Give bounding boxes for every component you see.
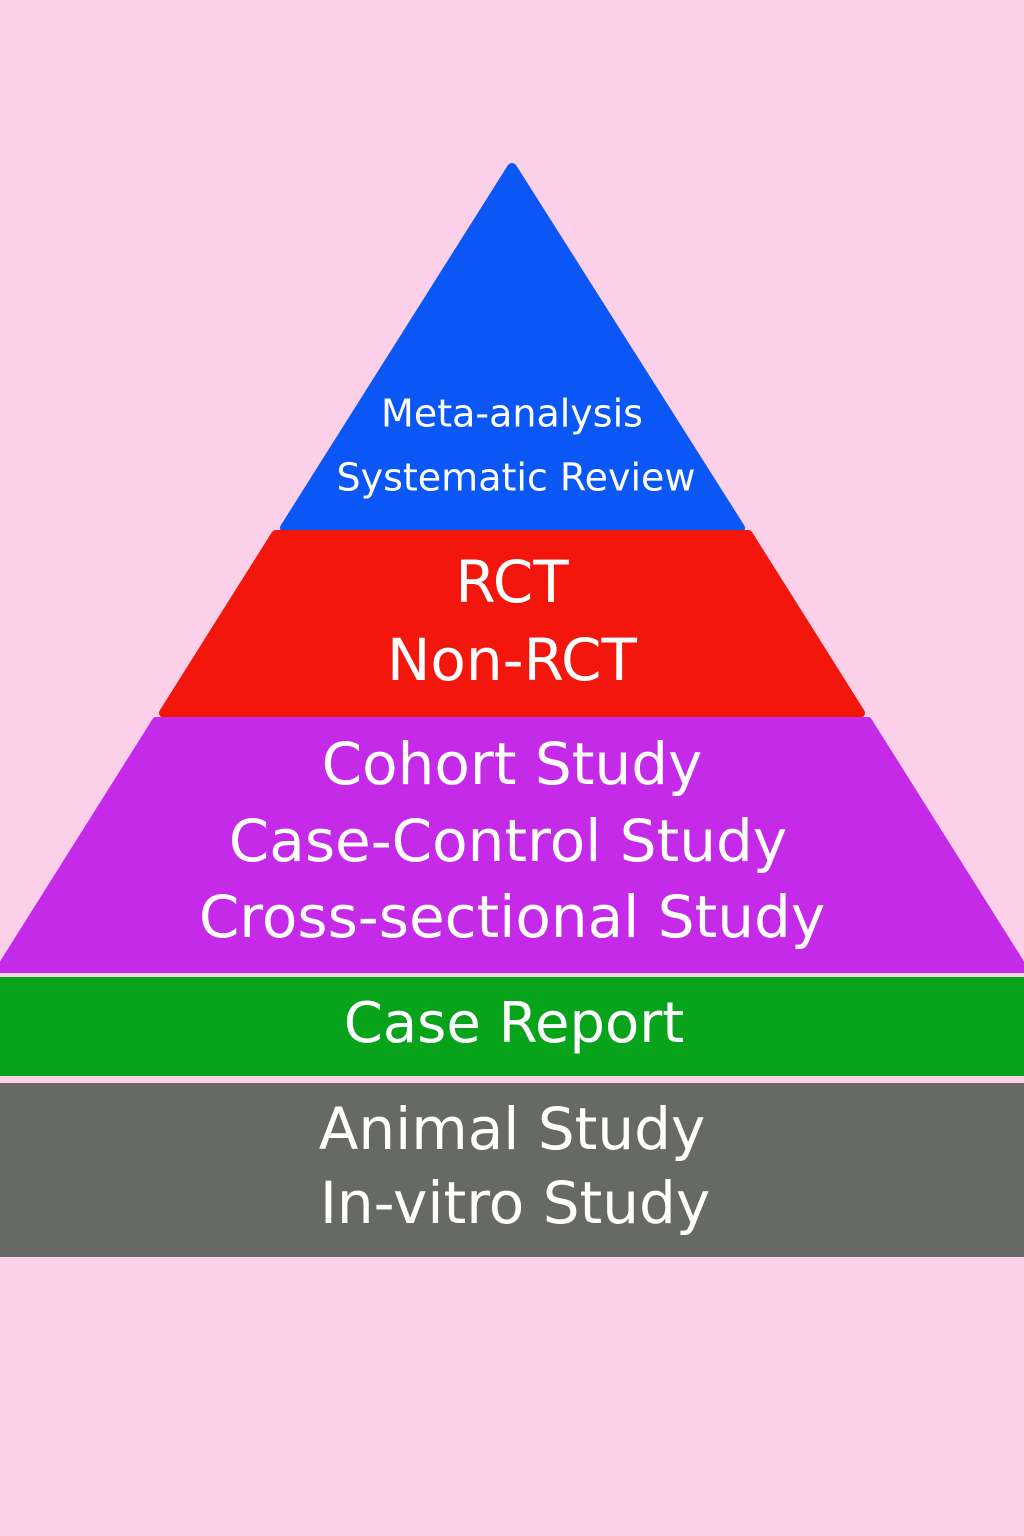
tier-top-line-1: Meta-analysis xyxy=(381,392,643,436)
pyramid-tier-bottom: Animal Study In-vitro Study xyxy=(0,1083,1024,1257)
tier-third-shape xyxy=(0,717,1024,973)
tier-second-line-2: Non-RCT xyxy=(387,626,637,694)
tier-fourth-shape xyxy=(0,977,1024,1076)
tier-top-shape xyxy=(280,163,745,533)
tier-third-line-1: Cohort Study xyxy=(322,730,703,798)
tier-third-line-2: Case-Control Study xyxy=(229,807,787,875)
tier-bottom-line-2: In-vitro Study xyxy=(320,1169,710,1237)
pyramid-tier-fourth: Case Report xyxy=(0,977,1024,1076)
tier-bottom-line-1: Animal Study xyxy=(319,1095,706,1163)
pyramid-tier-third: Cohort Study Case-Control Study Cross-se… xyxy=(0,717,1024,973)
tier-second-shape xyxy=(159,530,865,718)
tier-fourth-line-1: Case Report xyxy=(344,991,684,1056)
tier-top-line-2: Systematic Review xyxy=(337,456,696,500)
tier-bottom-shape xyxy=(0,1083,1024,1257)
tier-third-line-3: Cross-sectional Study xyxy=(199,883,825,951)
pyramid-tier-top: Meta-analysis Systematic Review xyxy=(280,163,745,533)
pyramid-tier-second: RCT Non-RCT xyxy=(159,530,865,718)
tier-second-line-1: RCT xyxy=(455,548,569,616)
